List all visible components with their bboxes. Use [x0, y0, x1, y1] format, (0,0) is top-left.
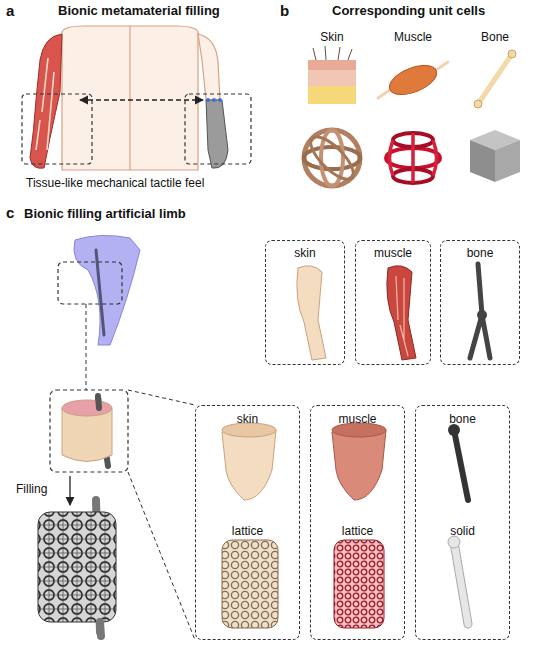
bone-icon — [478, 54, 512, 104]
compare-arrow — [80, 99, 203, 100]
bone-cube — [470, 140, 495, 182]
bone-joint — [477, 310, 487, 320]
muscle-icon — [385, 60, 440, 101]
solid-bone — [454, 542, 468, 624]
bone-shape — [454, 430, 468, 500]
zoom-leader — [128, 472, 195, 640]
prosthetic-forearm — [206, 100, 228, 168]
muscle-tendon — [378, 90, 390, 98]
muscle-fibers — [396, 276, 408, 356]
column-label: Muscle — [363, 30, 463, 44]
tissue-box: bone — [440, 240, 520, 365]
panel-heading: Bionic metamaterial filling — [58, 3, 220, 18]
tissue-box: bone solid — [415, 405, 510, 640]
lattice-limb — [38, 512, 116, 622]
muscle-arm — [30, 34, 62, 168]
joint-dot — [206, 98, 210, 102]
box-text: lattice — [311, 524, 404, 538]
muscle-unit-cell — [390, 133, 437, 183]
tissue-box: skin — [265, 240, 345, 365]
box-text: muscle — [311, 412, 404, 426]
zoom-leader — [86, 304, 87, 390]
column-label: Skin — [282, 30, 382, 44]
panel-letter: b — [280, 2, 289, 19]
bone-cube — [495, 140, 520, 182]
box-text: bone — [441, 246, 519, 260]
box-text: bone — [416, 412, 509, 426]
solid-bone-outline — [454, 542, 468, 624]
skin-fat — [308, 86, 356, 104]
muscle-layer — [387, 266, 416, 360]
artificial-limb — [74, 235, 140, 345]
joint-dot — [218, 98, 222, 102]
segment-bone — [98, 396, 99, 408]
bone-end — [474, 100, 482, 108]
tissue-box: muscle lattice — [310, 405, 405, 640]
bone-layer — [470, 264, 490, 358]
focus-box — [22, 94, 92, 164]
skin-lattice — [222, 540, 278, 628]
skin-epidermis — [308, 60, 356, 70]
box-text: solid — [416, 524, 509, 538]
segment-box — [50, 390, 128, 472]
skin-unit-cell — [304, 130, 360, 186]
skin-unit-cell — [304, 130, 359, 185]
bone-end — [508, 50, 516, 58]
box-text: lattice — [196, 524, 299, 538]
box-text: skin — [266, 246, 344, 260]
filled-bone — [100, 622, 101, 636]
skin-hairs — [313, 46, 352, 60]
tissue-box: muscle — [355, 240, 431, 365]
panel-letter: c — [6, 204, 14, 221]
muscle-tendon — [436, 62, 448, 70]
joint-dot — [212, 98, 216, 102]
box-text: muscle — [356, 246, 430, 260]
upper-arm — [198, 34, 220, 100]
filling-arrow — [69, 476, 70, 505]
column-label: Bone — [445, 30, 545, 44]
skin-layer — [297, 266, 326, 360]
tissue-box: skin lattice — [195, 405, 300, 640]
zoom-box — [58, 262, 122, 304]
skin-dermis — [308, 70, 356, 86]
zoom-leader — [128, 390, 195, 405]
segment-top — [62, 400, 112, 416]
torso-outline — [62, 26, 198, 170]
box-text: skin — [196, 412, 299, 426]
tendon-lines — [36, 58, 54, 150]
caption-note: Tissue-like mechanical tactile feel — [26, 176, 204, 190]
panel-letter: a — [6, 2, 14, 19]
arrow-label: Filling — [16, 482, 47, 496]
limb-bone — [96, 250, 104, 335]
body-midline — [129, 26, 130, 170]
muscle-lattice — [334, 540, 384, 628]
panel-heading: Corresponding unit cells — [332, 3, 485, 18]
panel-heading: Bionic filling artificial limb — [24, 206, 186, 221]
focus-box — [185, 94, 251, 164]
